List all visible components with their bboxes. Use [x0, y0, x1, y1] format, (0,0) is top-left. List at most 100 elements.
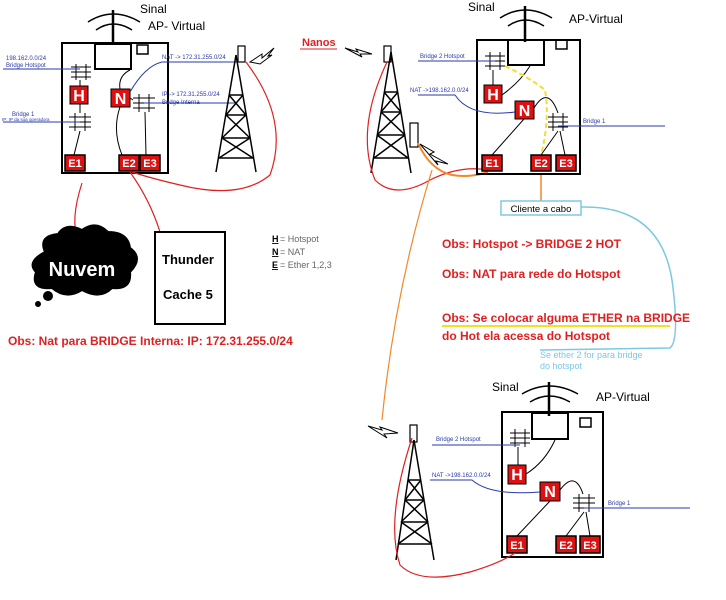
- router-3-port-e1: [506, 535, 528, 554]
- router-1-nat-line: [129, 61, 238, 93]
- note-nat-rede: Obs: NAT para rede do Hotspot: [442, 267, 620, 281]
- router-3-port-e2: [555, 535, 577, 554]
- note-hotspot: Obs: Hotspot -> BRIDGE 2 HOT: [442, 237, 622, 251]
- legend-h-text: = Hotspot: [280, 234, 319, 244]
- tower-3-wireless-icon: [367, 425, 399, 439]
- thunder-label: Thunder: [162, 252, 214, 267]
- router-3-wire-hn: [525, 439, 556, 475]
- router-1-h-label: H: [73, 88, 85, 105]
- client-cable-box: [500, 200, 582, 216]
- router-1-nat-label: NAT -> 172.31.255.0/24: [162, 55, 226, 61]
- router-1-ap-virtual-box: [136, 44, 149, 55]
- router-2: H N E1 E2 E3 Sinal AP-Virtual Bridge 2 H…: [410, 0, 665, 175]
- router-1-bridge1-label: Bridge 1: [12, 112, 35, 118]
- router-1-bridge-interna-label: Bridge Interna: [162, 100, 200, 106]
- router-3-bridge1-label: Bridge 1: [608, 501, 631, 507]
- router-1: H N E1 E2 E3 Sinal AP- Virtual 198.162.0…: [2, 2, 238, 174]
- tower-2-down-wireless-icon: [419, 143, 449, 166]
- router-1-ap-box: [94, 43, 132, 70]
- router-3-wire-e1: [516, 500, 551, 537]
- tower-2: [370, 45, 419, 174]
- note-nat-bridge: Obs: Nat para BRIDGE Interna: IP: 172.31…: [8, 334, 293, 348]
- router-1-port-e1: [64, 154, 86, 172]
- router-3-ap-box: [531, 412, 569, 440]
- wire-orange-tower3: [381, 169, 433, 421]
- router-2-e2-label: E2: [534, 158, 547, 170]
- router-3-nat-label: NAT ->198.162.0.0/24: [432, 473, 491, 479]
- router-2-port-e3: [555, 154, 577, 172]
- router-2-nat-line: [418, 94, 516, 114]
- router-1-wire-e2: [116, 106, 123, 156]
- router-3-wire-nb: [559, 480, 584, 495]
- cyan-wire: [539, 206, 677, 351]
- router-2-ap-box: [507, 39, 545, 66]
- router-2-port-e1: [481, 154, 503, 172]
- router-1-bridge-hotspot-label: Bridge Hotspot: [6, 63, 46, 69]
- router-3-signal-label: Sinal: [492, 380, 519, 394]
- router-1-wire-n-ap: [119, 69, 131, 90]
- note-ether-1: Obs: Se colocar alguma ETHER na BRIDGE: [442, 311, 690, 325]
- router-1-port-e3: [139, 154, 161, 172]
- router-1-subnet-label: 198.162.0.0/24: [6, 56, 47, 62]
- note-ether-2: do Hot ela acessa do Hotspot: [442, 329, 610, 343]
- router-3-ap-virtual-label: AP-Virtual: [596, 390, 650, 404]
- router-2-nat-label: NAT ->198.162.0.0/24: [410, 88, 469, 94]
- router-3-h-label: H: [511, 467, 523, 484]
- router-2-e3-label: E3: [559, 158, 572, 170]
- router-3-e2-label: E2: [559, 540, 572, 552]
- router-2-ap-virtual-label: AP-Virtual: [569, 12, 623, 26]
- router-2-wire-e3: [559, 130, 566, 156]
- router-2-h-label: H: [487, 87, 499, 104]
- router-1-port-e2: [118, 154, 140, 172]
- router-2-wire-hn: [501, 65, 531, 96]
- router-2-wire-e2: [540, 130, 559, 156]
- router-3-ap-virtual-box: [579, 417, 592, 428]
- legend: H = Hotspot N = NAT E = Ether 1,2,3: [272, 234, 332, 270]
- router-3-bridge1-icon: [573, 494, 595, 512]
- legend-e-key: E: [272, 260, 278, 270]
- legend-n-text: = NAT: [280, 247, 306, 257]
- wire-tower2-router2: [366, 61, 489, 191]
- cache-label: Cache 5: [163, 287, 213, 302]
- router-3-bridge2-label: Bridge 2 Hotspot: [436, 437, 481, 443]
- tower-1: [215, 45, 257, 173]
- router-1-wire-e1: [73, 130, 81, 156]
- router-3-e3-label: E3: [583, 540, 596, 552]
- router-3-e1-label: E1: [510, 540, 523, 552]
- router-2-wire-nb: [533, 97, 559, 114]
- router-1-n-label: N: [115, 91, 127, 108]
- router-3-port-e3: [579, 535, 601, 554]
- tower-2-wireless-icon: [344, 47, 373, 58]
- cloud-label: Nuvem: [49, 259, 116, 281]
- cloud-icon: [31, 224, 138, 307]
- router-1-ap-virtual-label: AP- Virtual: [148, 19, 205, 33]
- legend-h-key: H: [272, 234, 279, 244]
- router-3-wire-e2: [565, 511, 585, 537]
- router-1-wire-n-bridge: [129, 97, 134, 101]
- router-2-bridge1-label: Bridge 1: [583, 119, 606, 125]
- router-1-e1-label: E1: [68, 158, 81, 170]
- wire-tower1-router1: [131, 61, 277, 192]
- router-1-ip-operadora-label: IP: IP da sua operadora: [2, 117, 50, 122]
- thunder-cache-box: [154, 231, 226, 325]
- legend-e-text: = Ether 1,2,3: [280, 260, 332, 270]
- router-2-e1-label: E1: [485, 158, 498, 170]
- wire-router1-thunder: [129, 171, 161, 233]
- router-1-hotspot-h: [69, 85, 89, 105]
- router-1-e2-label: E2: [122, 158, 135, 170]
- router-2-port-e2: [530, 154, 552, 172]
- router-1-ip-bridge-label: IP -> 172.31.255.0/24: [162, 92, 220, 98]
- note-cyan-2: do hotspot: [540, 361, 583, 371]
- router-2-yellow-path: [504, 65, 548, 156]
- router-2-ap-virtual-box: [555, 39, 568, 50]
- router-3-nat-line: [430, 479, 541, 494]
- legend-n-key: N: [272, 247, 279, 257]
- tower-1-wireless-icon: [248, 47, 275, 65]
- wire-tower3-router3: [394, 437, 516, 578]
- router-3-hotspot-h: [507, 464, 527, 485]
- router-2-signal-label: Sinal: [468, 0, 495, 14]
- tower-3: [395, 424, 435, 561]
- router-3: H N E1 E2 E3 Sinal AP-Virtual Bridge 2 H…: [430, 380, 690, 558]
